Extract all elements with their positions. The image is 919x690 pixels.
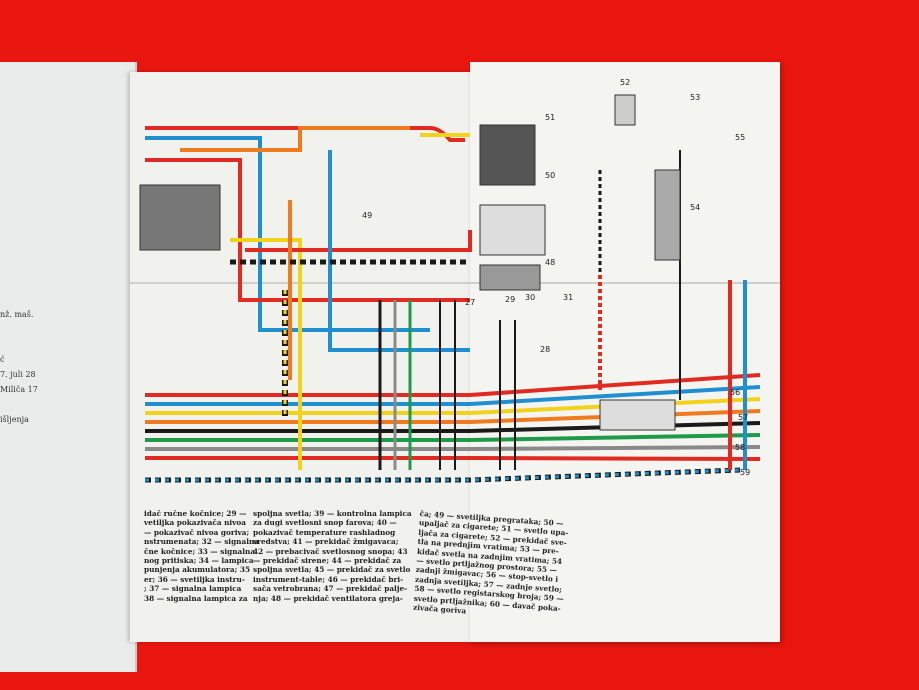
left-page-text-line: išljenja — [0, 415, 29, 424]
legend-line: idač ručne kočnice; 29 — — [144, 509, 247, 518]
legend-line: instrument-table; 46 — prekidač bri- — [253, 574, 404, 584]
legend-line: nstrumenata; 32 — signalna — [144, 537, 260, 547]
striped-wire — [145, 467, 741, 483]
fold-crease — [130, 282, 780, 284]
legend-line: er; 36 — svetiljka instru- — [144, 574, 245, 584]
relay-box — [139, 184, 221, 251]
legend-line: 38 — signalna lampica za — [144, 593, 248, 603]
legend-line: nog pritiska; 34 — lampica — [144, 556, 254, 566]
wire — [145, 433, 761, 442]
component-label: 59 — [740, 468, 750, 477]
cigarette-lighter-component — [479, 124, 536, 186]
left-page-text-line: nž. maš. — [0, 310, 34, 319]
component-label: 53 — [690, 93, 700, 102]
left-page-text-line: ć — [0, 355, 5, 364]
component-label: 31 — [563, 293, 573, 302]
legend-line: pokazivač temperature rashladnog — [253, 527, 396, 537]
wire — [145, 456, 761, 461]
wire — [145, 373, 761, 397]
component-label: 29 — [505, 295, 515, 304]
connector-component — [479, 264, 541, 291]
legend-column-3: ča; 49 — svetiljka pregrataka; 50 —upalj… — [413, 509, 570, 623]
legend-line: nja; 48 — prekidač ventilatora greja- — [253, 593, 403, 603]
component-label: 56 — [730, 388, 740, 397]
component-label: 51 — [545, 113, 555, 122]
legend-line: za dugi svetlosni snop farova; 40 — — [253, 518, 397, 528]
fuel-sender-component — [599, 399, 676, 431]
left-page-text-line: 7. juli 28 — [0, 370, 36, 379]
wire — [145, 158, 470, 302]
component-label: 28 — [540, 345, 550, 354]
trunk-light-component — [654, 169, 681, 261]
component-label: 52 — [620, 78, 630, 87]
legend-line: vetiljka pokazivača nivoa — [144, 518, 247, 528]
wire — [145, 136, 430, 332]
wire — [245, 230, 472, 252]
switch-component — [479, 204, 546, 256]
wire — [230, 238, 302, 470]
wire — [180, 126, 410, 152]
component-label: 50 — [545, 171, 555, 180]
legend-line: 42 — prebacivač svetlosnog snopa; 43 — [253, 546, 408, 556]
legend-line: — prekidač sirene; 44 — prekidač za — [253, 556, 402, 566]
component-label: 54 — [690, 203, 700, 212]
component-label: 27 — [465, 298, 475, 307]
legend-line: spoljna svetla; 39 — kontrolna lampica — [253, 509, 412, 518]
component-label: 57 — [738, 413, 748, 422]
legend-line: — pokazivač nivoa goriva; — [144, 527, 250, 537]
legend-line: punjenja akumulatora; 35 — [144, 565, 251, 575]
component-label: 58 — [735, 443, 745, 452]
main-diagram-page — [130, 72, 475, 642]
component-label: 48 — [545, 258, 555, 267]
component-label: 55 — [735, 133, 745, 142]
legend-line: spoljna svetla; 45 — prekidač za svetlo — [253, 565, 411, 575]
legend-line: sača vetrobrana; 47 — prekidač palje- — [253, 584, 408, 594]
wire — [328, 150, 470, 352]
wire — [145, 385, 761, 406]
component-label: 49 — [362, 211, 372, 220]
wire — [145, 126, 465, 142]
component-label: 30 — [525, 293, 535, 302]
legend-line: ; 37 — signalna lampica — [144, 584, 242, 594]
legend-line: sredstva; 41 — prekidač žmigavaca; — [253, 537, 399, 547]
door-switch-component — [614, 94, 636, 126]
legend-column-1: idač ručne kočnice; 29 —vetiljka pokaziv… — [144, 509, 259, 603]
legend-line: čne kočnice; 33 — signalna — [144, 546, 256, 556]
wire — [145, 445, 761, 451]
left-page-text-line: Miliča 17 — [0, 385, 38, 394]
